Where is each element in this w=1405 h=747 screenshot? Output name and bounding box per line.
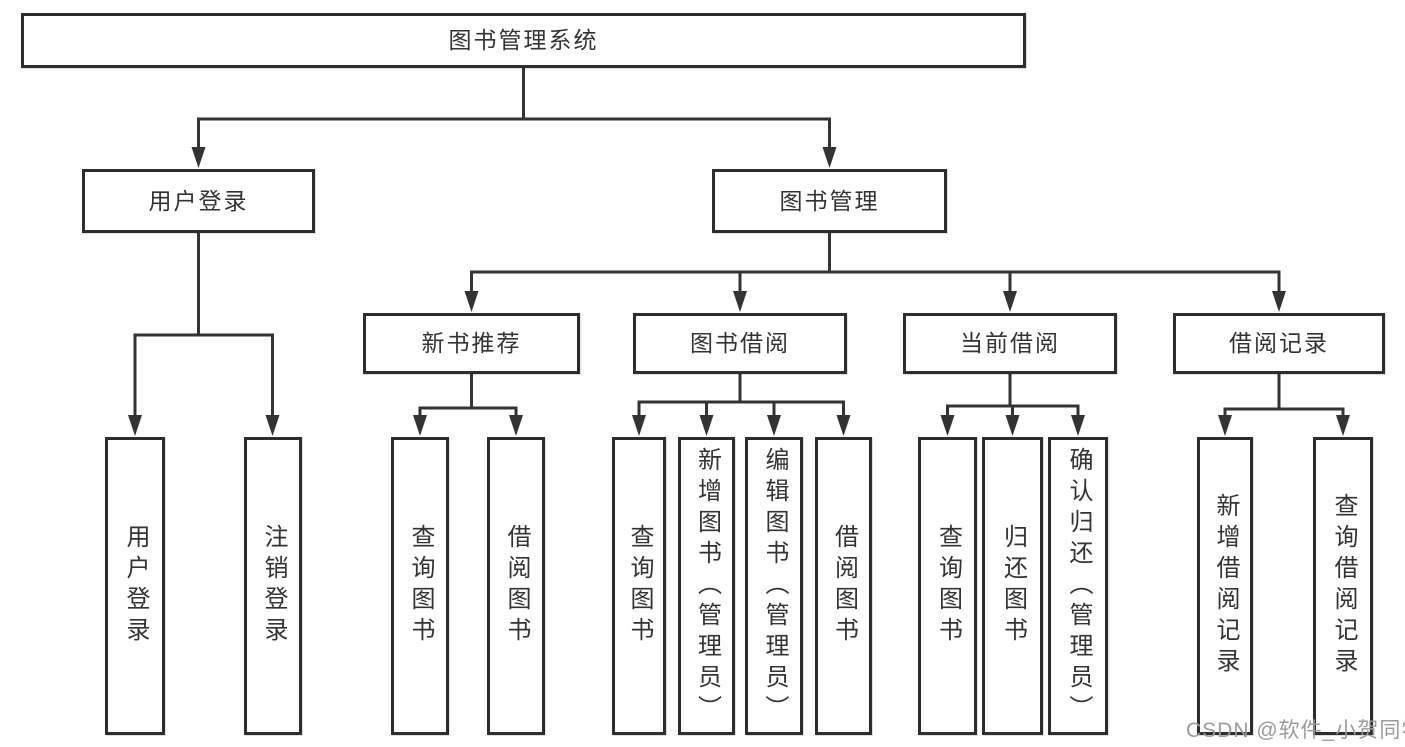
leaf-return-books: 归还图书 [982,437,1043,735]
leaf-query-borrow-record: 查询借阅记录 [1313,437,1373,735]
leaf-logout: 注销登录 [244,437,302,735]
node-user-login: 用户登录 [82,169,315,233]
leaf-add-book-admin: 新增图书（管理员） [678,437,735,735]
leaf-add-borrow-record: 新增借阅记录 [1197,437,1253,735]
leaf-borrow-books-recommend: 借阅图书 [487,437,545,735]
node-borrowing-records: 借阅记录 [1173,313,1385,374]
leaf-edit-book-admin: 编辑图书（管理员） [745,437,803,735]
leaf-query-books-borrow: 查询图书 [612,437,666,735]
node-current-borrowing: 当前借阅 [903,313,1117,374]
leaf-query-books-recommend: 查询图书 [391,437,449,735]
leaf-user-login: 用户登录 [105,437,165,735]
leaf-borrow-books-borrow: 借阅图书 [815,437,872,735]
leaf-confirm-return-admin: 确认归还（管理员） [1048,437,1108,735]
node-book-borrowing: 图书借阅 [633,313,847,374]
csdn-watermark: CSDN @软件_小贺同学 [1186,719,1405,742]
node-book-management: 图书管理 [712,169,947,233]
node-library-management-system: 图书管理系统 [21,13,1026,68]
node-new-book-recommendation: 新书推荐 [363,313,580,374]
leaf-query-books-current: 查询图书 [918,437,977,735]
